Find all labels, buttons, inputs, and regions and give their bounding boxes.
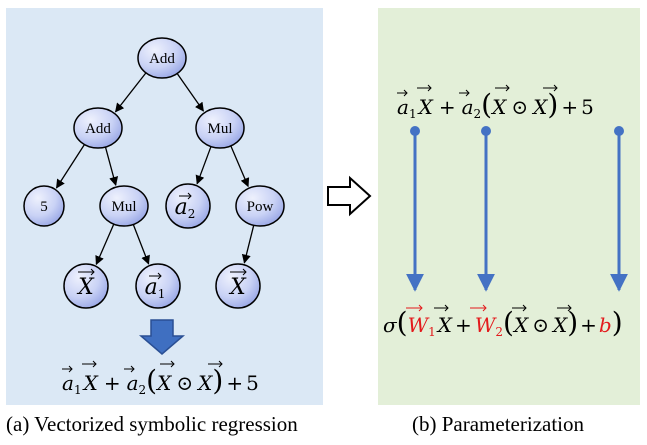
tree-node-label: Mul <box>207 121 232 137</box>
vector-arrow-icon <box>230 268 247 276</box>
tree-node-label: X <box>76 275 95 300</box>
vector-arrow-icon <box>78 268 95 276</box>
tree-node-label: Pow <box>247 199 274 215</box>
tree-edge-add-left-mul-left <box>104 145 119 187</box>
tree-edge-add-left-const-5 <box>55 143 86 189</box>
tree-edge-mul-left-x1 <box>95 222 115 266</box>
tree-edge-mul-right-a2 <box>195 145 212 185</box>
transform-arrow <box>327 175 372 217</box>
caption-a: (a) Vectorized symbolic regression <box>6 412 298 436</box>
tree-node-const-5: 5 <box>23 185 65 227</box>
mapping-arrows <box>406 126 628 292</box>
tree-edge-mul-right-pow <box>229 144 250 188</box>
vector-arrow-icon <box>179 192 192 200</box>
tree-node-mul-right: Mul <box>195 107 245 149</box>
tree-node-x2: X <box>215 263 261 309</box>
vector-arrow-icon <box>149 272 162 280</box>
down-block-arrow <box>138 319 186 355</box>
tree-node-label: a1 <box>145 275 166 301</box>
tree-node-a2: a2 <box>165 183 211 229</box>
tree-node-label: Mul <box>111 199 136 215</box>
svg-text:a1X+a2(X⊙X)+5: a1X+a2(X⊙X)+5 <box>62 364 259 397</box>
tree-node-a1: a1 <box>135 263 181 309</box>
caption-b: (b) Parameterization <box>412 412 584 436</box>
tree-node-pow: Pow <box>235 185 285 227</box>
tree-node-add-left: Add <box>73 107 123 149</box>
tree-node-label: Add <box>85 121 111 137</box>
tree-edge-add-root-add-left <box>114 71 148 113</box>
tree-edge-pow-x2 <box>241 224 255 264</box>
tree-edges <box>55 71 255 266</box>
tree-node-label: X <box>228 275 247 300</box>
tree-node-label: Add <box>149 51 175 67</box>
svg-text:a1X+a2(X⊙X)+5: a1X+a2(X⊙X)+5 <box>397 88 594 121</box>
right-panel <box>378 8 640 405</box>
tree-edge-mul-left-a1 <box>132 223 150 265</box>
tree-node-mul-left: Mul <box>99 185 149 227</box>
tree-edge-add-root-mul-right <box>176 72 204 112</box>
svg-text:σ(W1X+W2(X⊙X)+b): σ(W1X+W2(X⊙X)+b) <box>383 306 623 339</box>
tree-node-add-root: Add <box>137 37 187 79</box>
tree-node-label: a2 <box>175 195 196 221</box>
tree-node-x1: X <box>63 263 109 309</box>
tree-node-label: 5 <box>40 199 48 215</box>
